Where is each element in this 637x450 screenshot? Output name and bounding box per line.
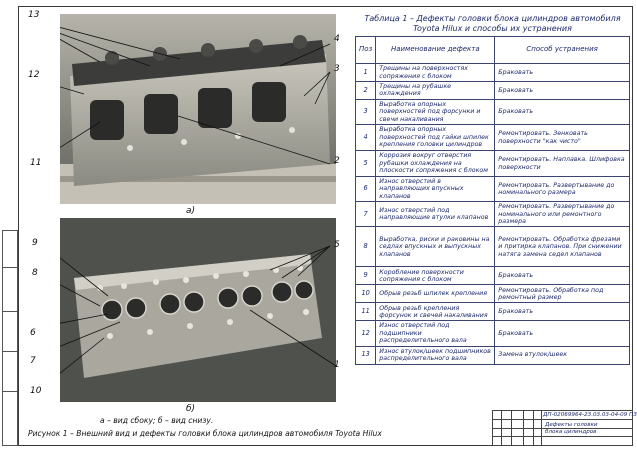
- callout-6: 6: [30, 328, 36, 338]
- sheet-frame: [18, 6, 633, 446]
- row-method: Браковать: [494, 63, 630, 82]
- cylinder-head-side-image: [60, 14, 336, 204]
- row-method: Браковать: [494, 98, 630, 126]
- defects-table: Поз Наименование дефекта Способ устранен…: [354, 36, 630, 365]
- row-number: 6: [354, 176, 377, 203]
- row-method: Браковать: [494, 302, 630, 322]
- row-defect: Износ отверстий в направляющих впускных …: [375, 176, 496, 203]
- header-pos: Поз: [354, 36, 377, 64]
- row-number: 2: [354, 81, 377, 100]
- row-number: 9: [354, 266, 377, 286]
- row-defect: Коррозия вокруг отверстия рубашки охлажд…: [375, 150, 496, 178]
- row-defect: Износ отверстий под направляющие втулки …: [375, 201, 496, 228]
- row-number: 8: [354, 226, 377, 268]
- row-defect: Выработка опорных поверхностей под гайки…: [375, 124, 496, 152]
- row-method: Замена втулок/шеек: [494, 345, 630, 365]
- photo-side-view: [60, 14, 336, 204]
- table-header-row: Поз Наименование дефекта Способ устранен…: [354, 36, 630, 64]
- callout-1: 1: [334, 360, 340, 370]
- row-method: Ремонтировать. Наплавка. Шлифовка поверх…: [494, 150, 630, 178]
- header-defect: Наименование дефекта: [375, 36, 496, 64]
- row-number: 7: [354, 201, 377, 228]
- row-number: 3: [354, 98, 377, 126]
- row-method: Ремонтировать. Зенковать поверхности "ка…: [494, 124, 630, 152]
- row-number: 11: [354, 302, 377, 322]
- table-title-line-2: Toyota Hilux и способы их устранения: [413, 24, 572, 33]
- figure-label-a: а): [186, 206, 196, 216]
- callout-5: 5: [334, 240, 340, 250]
- figure-caption: Рисунок 1 – Внешний вид и дефекты головк…: [28, 429, 382, 438]
- callout-11: 11: [30, 158, 42, 168]
- cylinder-head-bottom-image: [60, 218, 336, 402]
- row-defect: Износ втулок/шеек подшипников распредели…: [375, 345, 496, 365]
- stamp-title-line-2: блока цилиндров: [545, 429, 597, 435]
- figure-label-b: б): [186, 404, 196, 414]
- callout-2: 2: [334, 156, 340, 166]
- row-method: Браковать: [494, 266, 630, 286]
- stamp-title-line-1: Дефекты головки: [545, 422, 598, 428]
- callout-7: 7: [30, 356, 36, 366]
- row-defect: Обрыв резьб шпилек крепления: [375, 284, 496, 304]
- row-defect: Износ отверстий под подшипники распредел…: [375, 320, 496, 347]
- stamp-title: Дефекты головки блока цилиндров: [545, 422, 598, 436]
- stamp-document-code: ДП-02069964-23.03.03-04-09 ПЗ: [543, 412, 637, 418]
- row-defect: Выработка опорных поверхностей под форсу…: [375, 98, 496, 126]
- row-defect: Обрыв резьб крепления форсунок и свечей …: [375, 302, 496, 322]
- figure-sublabels: а – вид сбоку; б – вид снизу.: [100, 416, 214, 425]
- row-method: Ремонтировать. Развертывание до номиналь…: [494, 201, 630, 228]
- row-defect: Трещины на поверхностях сопряжения с бло…: [375, 63, 496, 82]
- photo-bottom-view: [60, 218, 336, 402]
- row-defect: Выработка, риски и раковины на седлах вп…: [375, 226, 496, 268]
- table-title: Таблица 1 – Дефекты головки блока цилинд…: [355, 14, 630, 34]
- row-number: 10: [354, 284, 377, 304]
- table-title-line-1: Таблица 1 – Дефекты головки блока цилинд…: [364, 14, 621, 23]
- row-method: Браковать: [494, 81, 630, 100]
- header-method: Способ устранения: [494, 36, 630, 64]
- row-defect: Трещины на рубашке охлаждения: [375, 81, 496, 100]
- callout-12: 12: [28, 70, 40, 80]
- callout-8: 8: [32, 268, 38, 278]
- title-block-stamp: ДП-02069964-23.03.03-04-09 ПЗ Дефекты го…: [492, 410, 637, 446]
- callout-3: 3: [334, 64, 340, 74]
- callout-13: 13: [28, 10, 40, 20]
- row-defect: Коробление поверхности сопряжения с блок…: [375, 266, 496, 286]
- row-number: 4: [354, 124, 377, 152]
- row-number: 5: [354, 150, 377, 178]
- callout-4: 4: [334, 34, 340, 44]
- row-method: Ремонтировать. Развертывание до номиналь…: [494, 176, 630, 203]
- row-number: 12: [354, 320, 377, 347]
- row-number: 13: [354, 345, 377, 365]
- row-method: Ремонтировать. Обработка под ремонтный р…: [494, 284, 630, 304]
- callout-10: 10: [30, 386, 42, 396]
- sheet-left-stamp-strip: [2, 230, 18, 446]
- callout-9: 9: [32, 238, 38, 248]
- row-method: Ремонтировать. Обработка фрезами и прити…: [494, 226, 630, 268]
- row-method: Браковать: [494, 320, 630, 347]
- row-number: 1: [354, 63, 377, 82]
